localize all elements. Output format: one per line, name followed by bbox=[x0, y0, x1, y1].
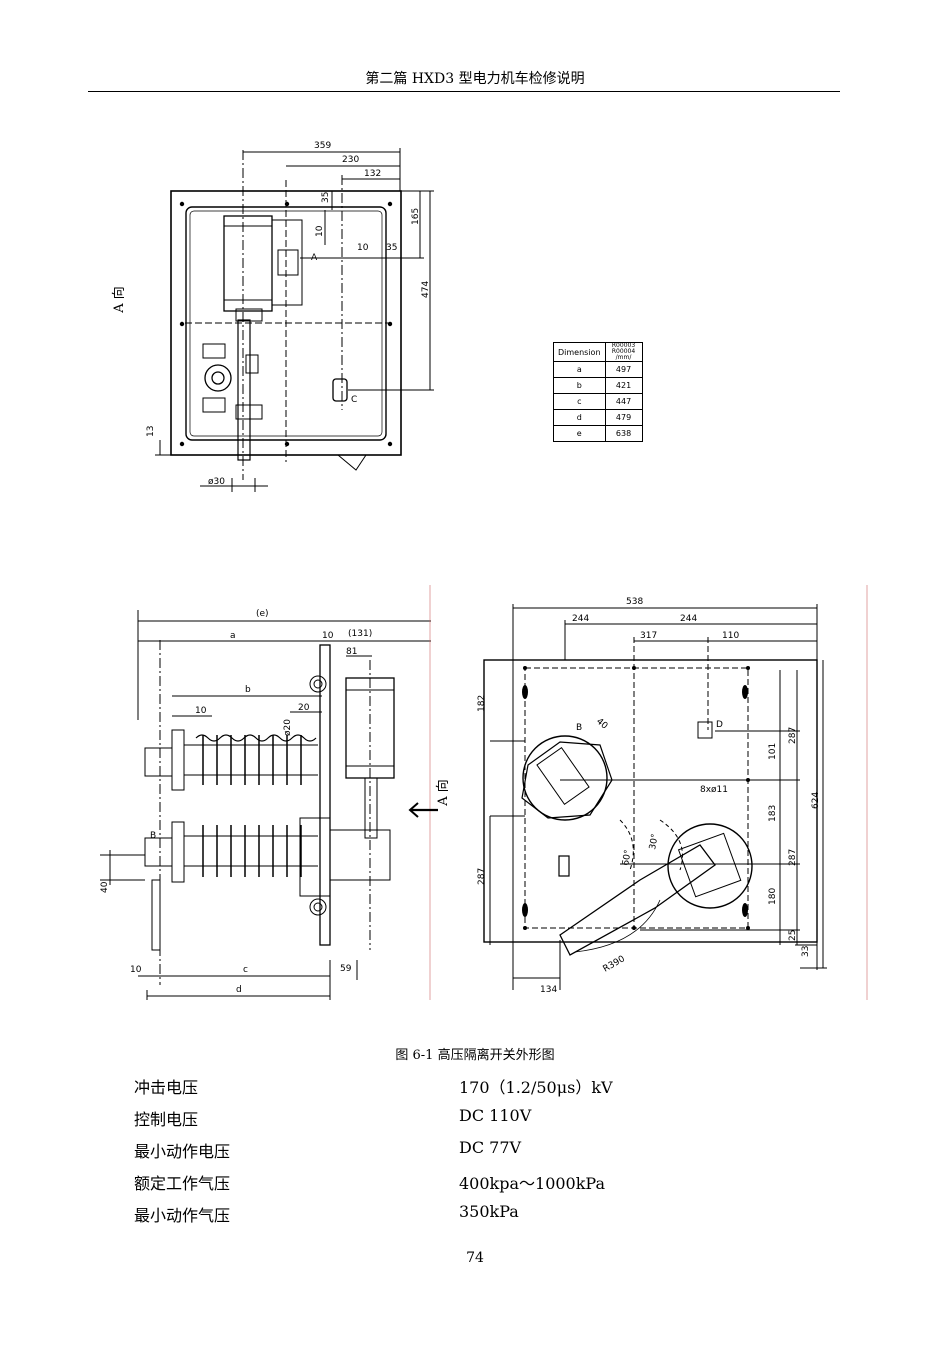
table-cell: b bbox=[553, 377, 606, 394]
dim-side-10a: 10 bbox=[322, 631, 334, 641]
dim-10b: 10 bbox=[357, 243, 369, 253]
spec-label: 最小动作气压 bbox=[134, 1206, 231, 1225]
dim-r390: R390 bbox=[602, 954, 628, 975]
label-detail-c: C bbox=[351, 395, 357, 405]
figure-caption: 图 6-1 高压隔离开关外形图 bbox=[395, 1048, 555, 1063]
dim-180: 180 bbox=[768, 888, 778, 905]
top-view-drawing bbox=[155, 148, 434, 492]
dim-110: 110 bbox=[722, 631, 739, 641]
spec-value: 350kPa bbox=[459, 1202, 519, 1221]
dim-538: 538 bbox=[626, 597, 643, 607]
dim-474: 474 bbox=[421, 281, 431, 298]
dim-side-10c: 10 bbox=[130, 965, 142, 975]
table-cell: a bbox=[553, 361, 606, 378]
label-side-b: B bbox=[150, 831, 156, 841]
table-cell: 497 bbox=[604, 361, 643, 378]
dim-d20: ø20 bbox=[283, 719, 293, 736]
page-number: 74 bbox=[466, 1250, 484, 1266]
angle-30: 30° bbox=[648, 833, 661, 850]
angle-60: 60° bbox=[621, 849, 634, 866]
front-view-drawing bbox=[483, 585, 868, 1000]
dim-35b: 35 bbox=[386, 243, 397, 253]
table-cell: 638 bbox=[604, 425, 643, 442]
dim-183: 183 bbox=[768, 805, 778, 822]
spec-value: DC 77V bbox=[459, 1138, 522, 1157]
table-header-row: Dimension R00003 R00004 /mm/ bbox=[553, 342, 643, 362]
dim-624: 624 bbox=[811, 792, 821, 809]
page-header: 第二篇 HXD3 型电力机车检修说明 bbox=[365, 71, 585, 87]
label-detail-a: A bbox=[311, 253, 318, 263]
dim-25: 25 bbox=[788, 930, 798, 941]
dim-13: 13 bbox=[146, 426, 156, 437]
spec-label: 控制电压 bbox=[134, 1110, 199, 1129]
spec-row: 额定工作气压 400kpa～1000kPa bbox=[134, 1170, 834, 1194]
dim-front-40: 40 bbox=[594, 717, 609, 732]
dim-d30: ø30 bbox=[208, 477, 225, 487]
dim-287c: 287 bbox=[788, 849, 798, 866]
dim-20: 20 bbox=[298, 703, 310, 713]
table-cell: 447 bbox=[604, 393, 643, 410]
dim-10a: 10 bbox=[315, 225, 325, 237]
dim-59: 59 bbox=[340, 964, 352, 974]
spec-value: 400kpa～1000kPa bbox=[459, 1174, 606, 1193]
dim-132: 132 bbox=[364, 169, 381, 179]
view-label-a-top: A 向 bbox=[111, 286, 127, 313]
dim-244a: 244 bbox=[572, 614, 589, 624]
dim-101: 101 bbox=[768, 743, 778, 760]
table-cell: 421 bbox=[604, 377, 643, 394]
spec-row: 最小动作气压 350kPa bbox=[134, 1202, 834, 1226]
spec-label: 额定工作气压 bbox=[134, 1174, 231, 1193]
spec-label: 冲击电压 bbox=[134, 1078, 199, 1097]
dim-e: (e) bbox=[256, 609, 269, 619]
table-cell: e bbox=[553, 425, 606, 442]
table-cell: 479 bbox=[604, 409, 643, 426]
spec-row: 冲击电压 170（1.2/50μs）kV bbox=[134, 1074, 834, 1098]
dim-side-40: 40 bbox=[100, 881, 110, 893]
side-view-drawing bbox=[100, 585, 438, 1000]
table-cell: c bbox=[553, 393, 606, 410]
view-label-a-side: A 向 bbox=[435, 779, 451, 806]
dim-244b: 244 bbox=[680, 614, 697, 624]
table-header-cell: Dimension bbox=[553, 342, 606, 362]
dim-33: 33 bbox=[801, 946, 811, 957]
dim-8x11: 8xø11 bbox=[700, 785, 728, 795]
dim-side-10b: 10 bbox=[195, 706, 207, 716]
dim-81: 81 bbox=[346, 647, 357, 657]
table-header-cell: R00003 R00004 /mm/ bbox=[604, 342, 643, 362]
spec-row: 最小动作电压 DC 77V bbox=[134, 1138, 834, 1162]
dim-b: b bbox=[245, 685, 251, 695]
spec-value: DC 110V bbox=[459, 1106, 532, 1125]
dim-287a: 287 bbox=[477, 868, 487, 885]
dim-230: 230 bbox=[342, 155, 359, 165]
dim-134: 134 bbox=[540, 985, 557, 995]
spec-row: 控制电压 DC 110V bbox=[134, 1106, 834, 1130]
dim-317: 317 bbox=[640, 631, 657, 641]
table-cell: d bbox=[553, 409, 606, 426]
dim-35a: 35 bbox=[321, 192, 331, 203]
dim-165: 165 bbox=[411, 208, 421, 225]
dim-d: d bbox=[236, 985, 242, 995]
dim-287b: 287 bbox=[788, 727, 798, 744]
dim-182: 182 bbox=[477, 695, 487, 712]
dim-359: 359 bbox=[314, 141, 331, 151]
label-detail-d: D bbox=[716, 720, 723, 730]
dim-a: a bbox=[230, 631, 236, 641]
label-front-b: B bbox=[576, 723, 582, 733]
dim-131: (131) bbox=[348, 629, 372, 639]
dim-c: c bbox=[243, 965, 248, 975]
spec-value: 170（1.2/50μs）kV bbox=[459, 1078, 613, 1097]
spec-label: 最小动作电压 bbox=[134, 1142, 231, 1161]
header-rule bbox=[88, 91, 840, 92]
